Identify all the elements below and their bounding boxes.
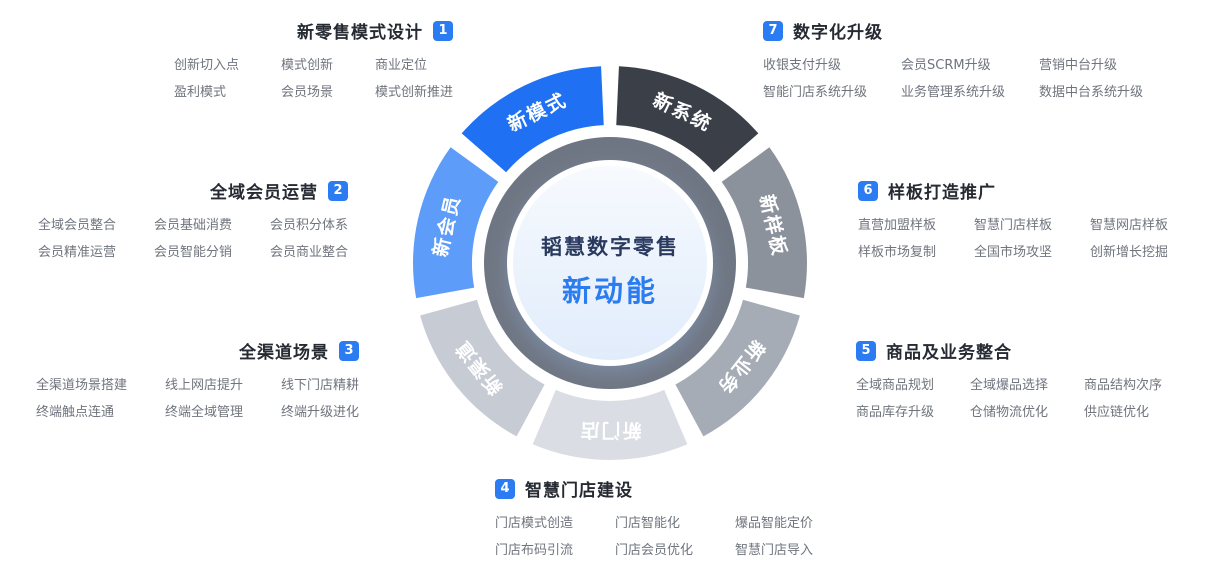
list-item: 线下门店精耕 bbox=[281, 378, 360, 393]
list-item: 盈利模式 bbox=[174, 85, 227, 100]
segment-new-business bbox=[675, 299, 800, 437]
list-item: 收银支付升级 bbox=[763, 58, 842, 73]
list-item: 门店布码引流 bbox=[495, 543, 574, 558]
section-2-header: 全域会员运营 2 bbox=[38, 180, 349, 203]
list-item: 终端全域管理 bbox=[165, 405, 244, 420]
section-4-number-badge: 4 bbox=[495, 478, 515, 499]
section-7-title: 数字化升级 bbox=[793, 23, 883, 43]
list-item: 智能门店系统升级 bbox=[763, 85, 868, 100]
list-item: 商品库存升级 bbox=[856, 405, 935, 420]
section-1-number-badge: 1 bbox=[433, 20, 454, 41]
segment-new-member bbox=[413, 147, 499, 299]
list-item: 模式创新 bbox=[281, 58, 334, 73]
section-3-header: 全渠道场景 3 bbox=[36, 340, 360, 363]
list-item: 样板市场复制 bbox=[858, 245, 937, 260]
list-item: 模式创新推进 bbox=[375, 85, 454, 100]
list-item: 会员商业整合 bbox=[270, 245, 349, 260]
section-member-operation: 全域会员运营 2 全域会员整合 会员基础消费 会员积分体系 会员精准运营 会员智… bbox=[38, 180, 349, 262]
center-title: 韬慧数字零售 bbox=[541, 235, 679, 259]
section-6-number-badge: 6 bbox=[858, 180, 878, 201]
section-1-items: 创新切入点 模式创新 商业定位 盈利模式 会员场景 模式创新推进 bbox=[174, 57, 453, 102]
list-item: 门店会员优化 bbox=[615, 543, 694, 558]
section-1-title: 新零售模式设计 bbox=[297, 23, 424, 43]
section-2-number-badge: 2 bbox=[328, 180, 349, 201]
section-template-promotion: 6 样板打造推广 直营加盟样板 智慧门店样板 智慧网店样板 样板市场复制 全国市… bbox=[858, 180, 1168, 262]
list-item: 商品结构次序 bbox=[1084, 378, 1163, 393]
section-4-header: 4 智慧门店建设 bbox=[495, 478, 813, 501]
list-item: 会员精准运营 bbox=[38, 245, 117, 260]
section-new-retail-model-design: 新零售模式设计 1 创新切入点 模式创新 商业定位 盈利模式 会员场景 模式创新… bbox=[174, 20, 454, 102]
section-2-items: 全域会员整合 会员基础消费 会员积分体系 会员精准运营 会员智能分销 会员商业整… bbox=[38, 217, 348, 262]
list-item: 会员SCRM升级 bbox=[901, 58, 991, 73]
list-item: 终端升级进化 bbox=[281, 405, 360, 420]
section-4-items: 门店模式创造 门店智能化 爆品智能定价 门店布码引流 门店会员优化 智慧门店导入 bbox=[495, 515, 813, 560]
segment-new-channel bbox=[420, 299, 545, 437]
list-item: 会员场景 bbox=[281, 85, 334, 100]
center-tinted-disc bbox=[513, 166, 707, 360]
list-item: 全域商品规划 bbox=[856, 378, 935, 393]
section-5-header: 5 商品及业务整合 bbox=[856, 340, 1162, 363]
list-item: 创新切入点 bbox=[174, 58, 240, 73]
list-item: 营销中台升级 bbox=[1039, 58, 1118, 73]
section-1-header: 新零售模式设计 1 bbox=[174, 20, 454, 43]
section-5-items: 全域商品规划 全域爆品选择 商品结构次序 商品库存升级 仓储物流优化 供应链优化 bbox=[856, 377, 1162, 422]
list-item: 仓储物流优化 bbox=[970, 405, 1049, 420]
list-item: 数据中台系统升级 bbox=[1039, 85, 1144, 100]
segment-label-new-store: 新门店 bbox=[578, 419, 641, 442]
segment-new-system bbox=[616, 66, 759, 173]
section-6-items: 直营加盟样板 智慧门店样板 智慧网店样板 样板市场复制 全国市场攻坚 创新增长挖… bbox=[858, 217, 1168, 262]
list-item: 智慧网店样板 bbox=[1090, 218, 1169, 233]
section-digital-upgrade: 7 数字化升级 收银支付升级 会员SCRM升级 营销中台升级 智能门店系统升级 … bbox=[763, 20, 1143, 102]
list-item: 全域会员整合 bbox=[38, 218, 117, 233]
wheel-diagram: 新模式 新系统 新样板 新业务 新门店 新渠道 新会员 韬慧数字零售 新动能 bbox=[413, 66, 807, 460]
section-7-number-badge: 7 bbox=[763, 20, 783, 41]
list-item: 智慧门店样板 bbox=[974, 218, 1053, 233]
list-item: 会员智能分销 bbox=[154, 245, 233, 260]
list-item: 会员积分体系 bbox=[270, 218, 349, 233]
list-item: 门店智能化 bbox=[615, 516, 681, 531]
list-item: 智慧门店导入 bbox=[735, 543, 814, 558]
list-item: 会员基础消费 bbox=[154, 218, 233, 233]
section-product-business-integration: 5 商品及业务整合 全域商品规划 全域爆品选择 商品结构次序 商品库存升级 仓储… bbox=[856, 340, 1162, 422]
list-item: 门店模式创造 bbox=[495, 516, 574, 531]
section-3-number-badge: 3 bbox=[339, 340, 360, 361]
section-5-title: 商品及业务整合 bbox=[886, 343, 1012, 363]
wheel-segments bbox=[413, 66, 807, 460]
center-subtitle: 新动能 bbox=[562, 274, 658, 308]
list-item: 全域爆品选择 bbox=[970, 378, 1049, 393]
section-7-items: 收银支付升级 会员SCRM升级 营销中台升级 智能门店系统升级 业务管理系统升级… bbox=[763, 57, 1143, 102]
list-item: 终端触点连通 bbox=[36, 405, 115, 420]
section-3-items: 全渠道场景搭建 线上网店提升 线下门店精耕 终端触点连通 终端全域管理 终端升级… bbox=[36, 377, 359, 422]
section-3-title: 全渠道场景 bbox=[239, 343, 330, 363]
section-4-title: 智慧门店建设 bbox=[525, 481, 633, 501]
list-item: 直营加盟样板 bbox=[858, 218, 937, 233]
section-smart-store: 4 智慧门店建设 门店模式创造 门店智能化 爆品智能定价 门店布码引流 门店会员… bbox=[495, 478, 813, 560]
section-omnichannel-scene: 全渠道场景 3 全渠道场景搭建 线上网店提升 线下门店精耕 终端触点连通 终端全… bbox=[36, 340, 360, 422]
section-6-header: 6 样板打造推广 bbox=[858, 180, 1168, 203]
list-item: 线上网店提升 bbox=[165, 378, 244, 393]
list-item: 创新增长挖掘 bbox=[1090, 245, 1169, 260]
segment-new-model bbox=[461, 66, 604, 173]
section-7-header: 7 数字化升级 bbox=[763, 20, 1143, 43]
list-item: 爆品智能定价 bbox=[735, 516, 814, 531]
section-6-title: 样板打造推广 bbox=[888, 183, 996, 203]
section-5-number-badge: 5 bbox=[856, 340, 876, 361]
segment-new-template bbox=[721, 147, 807, 299]
list-item: 商业定位 bbox=[375, 58, 428, 73]
list-item: 全渠道场景搭建 bbox=[36, 378, 128, 393]
list-item: 供应链优化 bbox=[1084, 405, 1150, 420]
section-2-title: 全域会员运营 bbox=[210, 183, 319, 203]
list-item: 全国市场攻坚 bbox=[974, 245, 1053, 260]
segment-new-store bbox=[532, 389, 688, 460]
list-item: 业务管理系统升级 bbox=[901, 85, 1006, 100]
